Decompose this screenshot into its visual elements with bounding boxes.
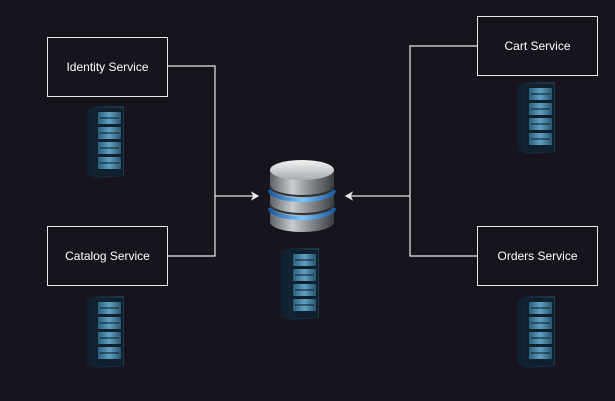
connector-cart [409,45,477,196]
server-rack-icon [86,296,124,368]
catalog-service-label: Catalog Service [65,249,150,263]
server-rack-icon [281,248,319,320]
cart-service-label: Cart Service [504,39,571,53]
orders-service-label: Orders Service [497,249,578,263]
identity-service-label: Identity Service [66,60,149,74]
connector-catalog [167,196,216,257]
server-rack-icon [517,296,555,368]
identity-service-box[interactable]: Identity Service [47,37,168,97]
connector-orders [409,196,477,257]
connector-identity [167,65,216,196]
catalog-service-box[interactable]: Catalog Service [47,226,168,286]
cart-service-box[interactable]: Cart Service [477,16,598,76]
database-icon [268,160,336,232]
server-rack-icon [517,82,555,154]
orders-service-box[interactable]: Orders Service [477,226,598,286]
server-rack-icon [86,106,124,178]
